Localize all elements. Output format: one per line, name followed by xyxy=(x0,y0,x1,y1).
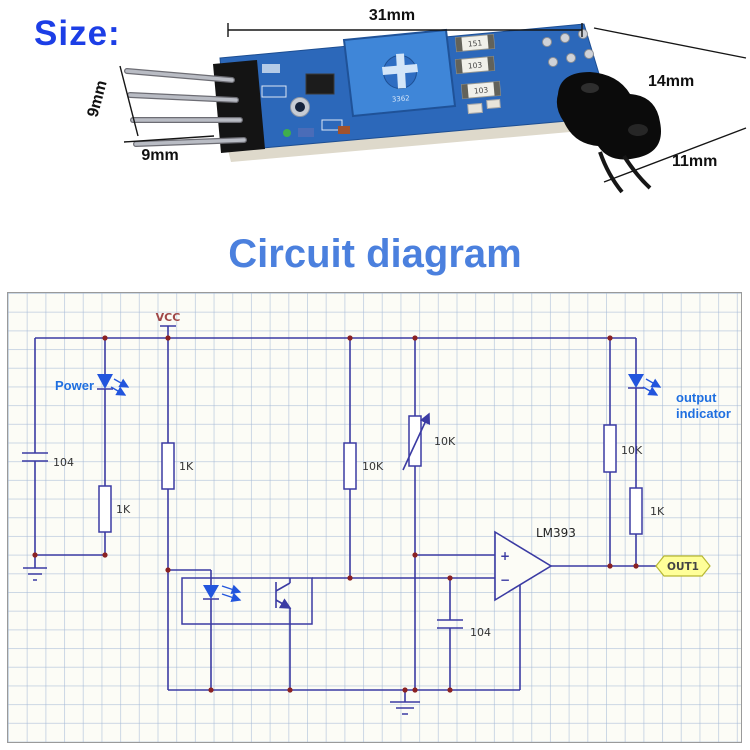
minus-input: − xyxy=(500,573,510,587)
ground-rail xyxy=(168,689,520,715)
silkscreen-marks xyxy=(261,64,343,131)
vcc-rail: VCC xyxy=(35,311,636,339)
ic-label: LM393 xyxy=(536,526,576,540)
pcb-edge xyxy=(228,116,615,162)
r2-value: 1K xyxy=(179,460,194,473)
junction-dots xyxy=(32,335,639,693)
r3-value: 10K xyxy=(362,460,384,473)
out1-net-label: OUT1 xyxy=(667,561,699,573)
resistor-r2: 1K xyxy=(161,338,194,690)
r4-value: 10K xyxy=(621,444,643,457)
solder-joints xyxy=(542,29,594,67)
board-small-components xyxy=(283,126,350,137)
power-led-label: Power xyxy=(55,378,94,393)
potentiometer: 10K xyxy=(402,338,495,690)
dim-pin-height: 9mm xyxy=(85,79,111,119)
circuit-title: Circuit diagram xyxy=(228,232,522,276)
power-led: Power xyxy=(55,338,130,486)
pot-value: 10K xyxy=(434,435,456,448)
trimpot-code: 3362 xyxy=(392,94,410,104)
trimpot: 3362 xyxy=(342,28,457,118)
smd-resistors: 151 103 103 xyxy=(454,33,502,115)
smd-code-3: 103 xyxy=(474,85,489,95)
comparator-lm393: + − LM393 xyxy=(494,526,656,690)
ground-left xyxy=(23,555,47,581)
r5-value: 1K xyxy=(650,505,665,518)
sensor-lead xyxy=(622,154,652,190)
screw-slot-v xyxy=(396,53,406,89)
pin-header xyxy=(213,60,265,153)
output-indicator-label-1: output xyxy=(676,390,717,405)
ir-sensor xyxy=(556,72,661,194)
vcc-net-label: VCC xyxy=(156,311,181,324)
dimension-lines xyxy=(119,23,747,183)
header-pins xyxy=(124,68,247,147)
dim-board-width: 14mm xyxy=(648,73,694,90)
blue-capacitor xyxy=(298,128,314,137)
dim-board-length: 31mm xyxy=(369,7,415,24)
r1-value: 1K xyxy=(116,503,131,516)
size-label: Size: xyxy=(34,14,121,53)
ir-led xyxy=(203,585,219,599)
output-indicator-label-2: indicator xyxy=(676,406,731,421)
phototransistor xyxy=(275,578,292,690)
sensor-lead xyxy=(598,151,624,194)
circuit-grid-paper xyxy=(7,292,742,743)
ic-chip xyxy=(305,73,335,95)
capacitor-c2: 104 xyxy=(437,578,491,690)
smd-code-1: 151 xyxy=(468,38,483,48)
brown-component xyxy=(338,126,350,134)
dim-sensor-length: 11mm xyxy=(672,153,717,170)
optocoupler xyxy=(168,569,495,690)
c1-value: 104 xyxy=(53,456,74,469)
mounting-hole xyxy=(290,97,310,117)
sensor-module-photo: 3362 151 103 103 xyxy=(85,7,747,194)
plus-input: + xyxy=(500,549,510,563)
resistor-r5: 1K xyxy=(629,487,665,566)
resistor-r3: 10K xyxy=(343,338,384,578)
out1-tag: OUT1 xyxy=(655,555,711,577)
output-led: output indicator xyxy=(628,338,731,488)
green-led xyxy=(283,129,291,137)
dim-pin-length: 9mm xyxy=(141,147,178,164)
circuit-schematic: VCC 104 Power 1K 1K xyxy=(22,311,731,715)
resistor-r1: 1K xyxy=(98,485,131,555)
smd-code-2: 103 xyxy=(468,60,483,70)
resistor-r4: 10K xyxy=(603,338,643,566)
capacitor-c1: 104 xyxy=(22,338,105,556)
c2-value: 104 xyxy=(470,626,491,639)
